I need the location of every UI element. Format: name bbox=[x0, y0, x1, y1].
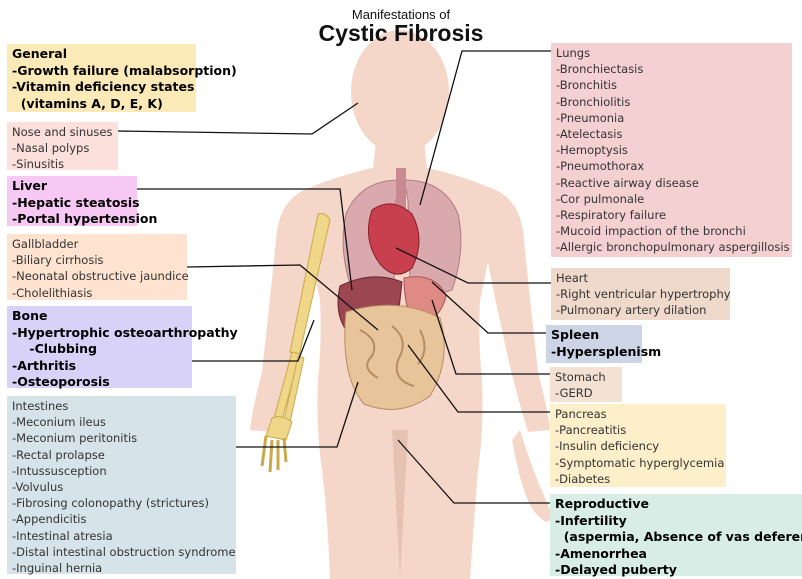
group-title: Heart bbox=[556, 271, 589, 285]
group-item: -Hepatic steatosis bbox=[12, 194, 140, 210]
figure-subtitle: Manifestations of bbox=[351, 7, 451, 22]
group-pancreas: Pancreas -Pancreatitis -Insulin deficien… bbox=[550, 404, 726, 487]
group-item: -Osteoporosis bbox=[12, 374, 110, 390]
group-intestines: Intestines -Meconium ileus -Meconium per… bbox=[7, 396, 236, 576]
group-item: -Amenorrhea bbox=[555, 545, 647, 561]
group-item: -Pneumonia bbox=[556, 110, 625, 125]
group-item: -Clubbing bbox=[12, 341, 97, 357]
group-item: -Inguinal hernia bbox=[12, 561, 103, 576]
group-item: -Insulin deficiency bbox=[555, 439, 660, 454]
group-heart: Heart -Right ventricular hypertrophy -Pu… bbox=[551, 268, 731, 320]
group-title: Liver bbox=[12, 178, 48, 193]
group-item: -Sinusitis bbox=[12, 157, 65, 172]
group-item: -Mucoid impaction of the bronchi bbox=[556, 224, 746, 239]
group-item: (vitamins A, D, E, K) bbox=[12, 95, 163, 111]
figure-title: Cystic Fibrosis bbox=[318, 20, 484, 46]
group-title: Nose and sinuses bbox=[12, 125, 113, 139]
group-title: Bone bbox=[12, 308, 48, 323]
group-item: -Volvulus bbox=[12, 480, 64, 495]
intestines-illustration bbox=[344, 304, 445, 410]
group-item: -Cor pulmonale bbox=[556, 191, 645, 206]
group-item: -Biliary cirrhosis bbox=[12, 253, 104, 268]
group-item: -Diabetes bbox=[555, 471, 611, 486]
group-gallbladder: Gallbladder -Biliary cirrhosis -Neonatal… bbox=[7, 234, 189, 300]
group-item: -Pulmonary artery dilation bbox=[556, 303, 707, 318]
group-item: -Hemoptysis bbox=[556, 143, 628, 158]
group-item: -Neonatal obstructive jaundice bbox=[12, 269, 189, 284]
group-item: -Pneumothorax bbox=[556, 159, 645, 174]
group-liver: Liver -Hepatic steatosis -Portal hyperte… bbox=[7, 176, 158, 227]
group-title: Reproductive bbox=[555, 496, 649, 511]
body-silhouette bbox=[250, 30, 552, 579]
group-item: -Atelectasis bbox=[556, 127, 623, 142]
group-lungs: Lungs -Bronchiectasis -Bronchitis -Bronc… bbox=[551, 43, 792, 257]
group-title: Gallbladder bbox=[12, 237, 79, 251]
group-item: -Vitamin deficiency states bbox=[12, 79, 195, 95]
connector-lines bbox=[116, 50, 552, 504]
group-item: -Fibrosing colonopathy (strictures) bbox=[12, 496, 209, 511]
group-item: -Portal hypertension bbox=[12, 211, 158, 227]
group-item: -Reactive airway disease bbox=[556, 175, 699, 190]
group-item: -Allergic bronchopulmonary aspergillosis bbox=[556, 240, 790, 255]
group-item: -Bronchitis bbox=[556, 78, 617, 93]
group-stomach: Stomach -GERD bbox=[550, 367, 622, 402]
group-bone: Bone -Hypertrophic osteoarthropathy -Clu… bbox=[7, 306, 238, 390]
group-item: -Bronchiolitis bbox=[556, 94, 631, 109]
heart-illustration bbox=[367, 203, 420, 275]
group-item: -Arthritis bbox=[12, 357, 77, 373]
group-item: -Intussusception bbox=[12, 463, 107, 478]
group-item: -Infertility bbox=[555, 512, 627, 528]
group-item: -Meconium ileus bbox=[12, 415, 106, 430]
group-title: General bbox=[12, 46, 67, 61]
group-item: -Pancreatitis bbox=[555, 423, 627, 438]
group-item: -Symptomatic hyperglycemia bbox=[555, 455, 725, 470]
group-item: -Respiratory failure bbox=[556, 208, 667, 223]
group-title: Intestines bbox=[12, 399, 69, 413]
group-title: Lungs bbox=[556, 46, 591, 60]
group-general: General -Growth failure (malabsorption) … bbox=[7, 44, 237, 112]
group-item: -Appendicitis bbox=[12, 512, 87, 527]
group-reproductive: Reproductive -Infertility (aspermia, Abs… bbox=[550, 494, 802, 578]
group-title: Spleen bbox=[551, 327, 600, 342]
group-item: (aspermia, Absence of vas deferens) bbox=[555, 529, 802, 545]
group-item: -Nasal polyps bbox=[12, 141, 90, 156]
group-title: Stomach bbox=[555, 370, 606, 384]
group-item: -Hypertrophic osteoarthropathy bbox=[12, 324, 238, 340]
group-item: -Right ventricular hypertrophy bbox=[556, 287, 731, 302]
group-spleen: Spleen -Hypersplenism bbox=[546, 325, 662, 363]
arm-bones bbox=[260, 213, 331, 473]
group-nose-and-sinuses: Nose and sinuses -Nasal polyps -Sinusiti… bbox=[7, 122, 118, 172]
group-item: -Hypersplenism bbox=[551, 343, 662, 359]
group-item: -Delayed puberty bbox=[555, 562, 677, 578]
group-item: -GERD bbox=[555, 386, 593, 401]
group-item: -Distal intestinal obstruction syndrome bbox=[12, 544, 236, 559]
group-item: -Bronchiectasis bbox=[556, 62, 644, 77]
group-item: -Growth failure (malabsorption) bbox=[12, 62, 237, 78]
group-title: Pancreas bbox=[555, 407, 607, 421]
group-item: -Intestinal atresia bbox=[12, 528, 113, 543]
group-item: -Cholelithiasis bbox=[12, 285, 93, 300]
group-item: -Meconium peritonitis bbox=[12, 431, 138, 446]
group-item: -Rectal prolapse bbox=[12, 447, 105, 462]
